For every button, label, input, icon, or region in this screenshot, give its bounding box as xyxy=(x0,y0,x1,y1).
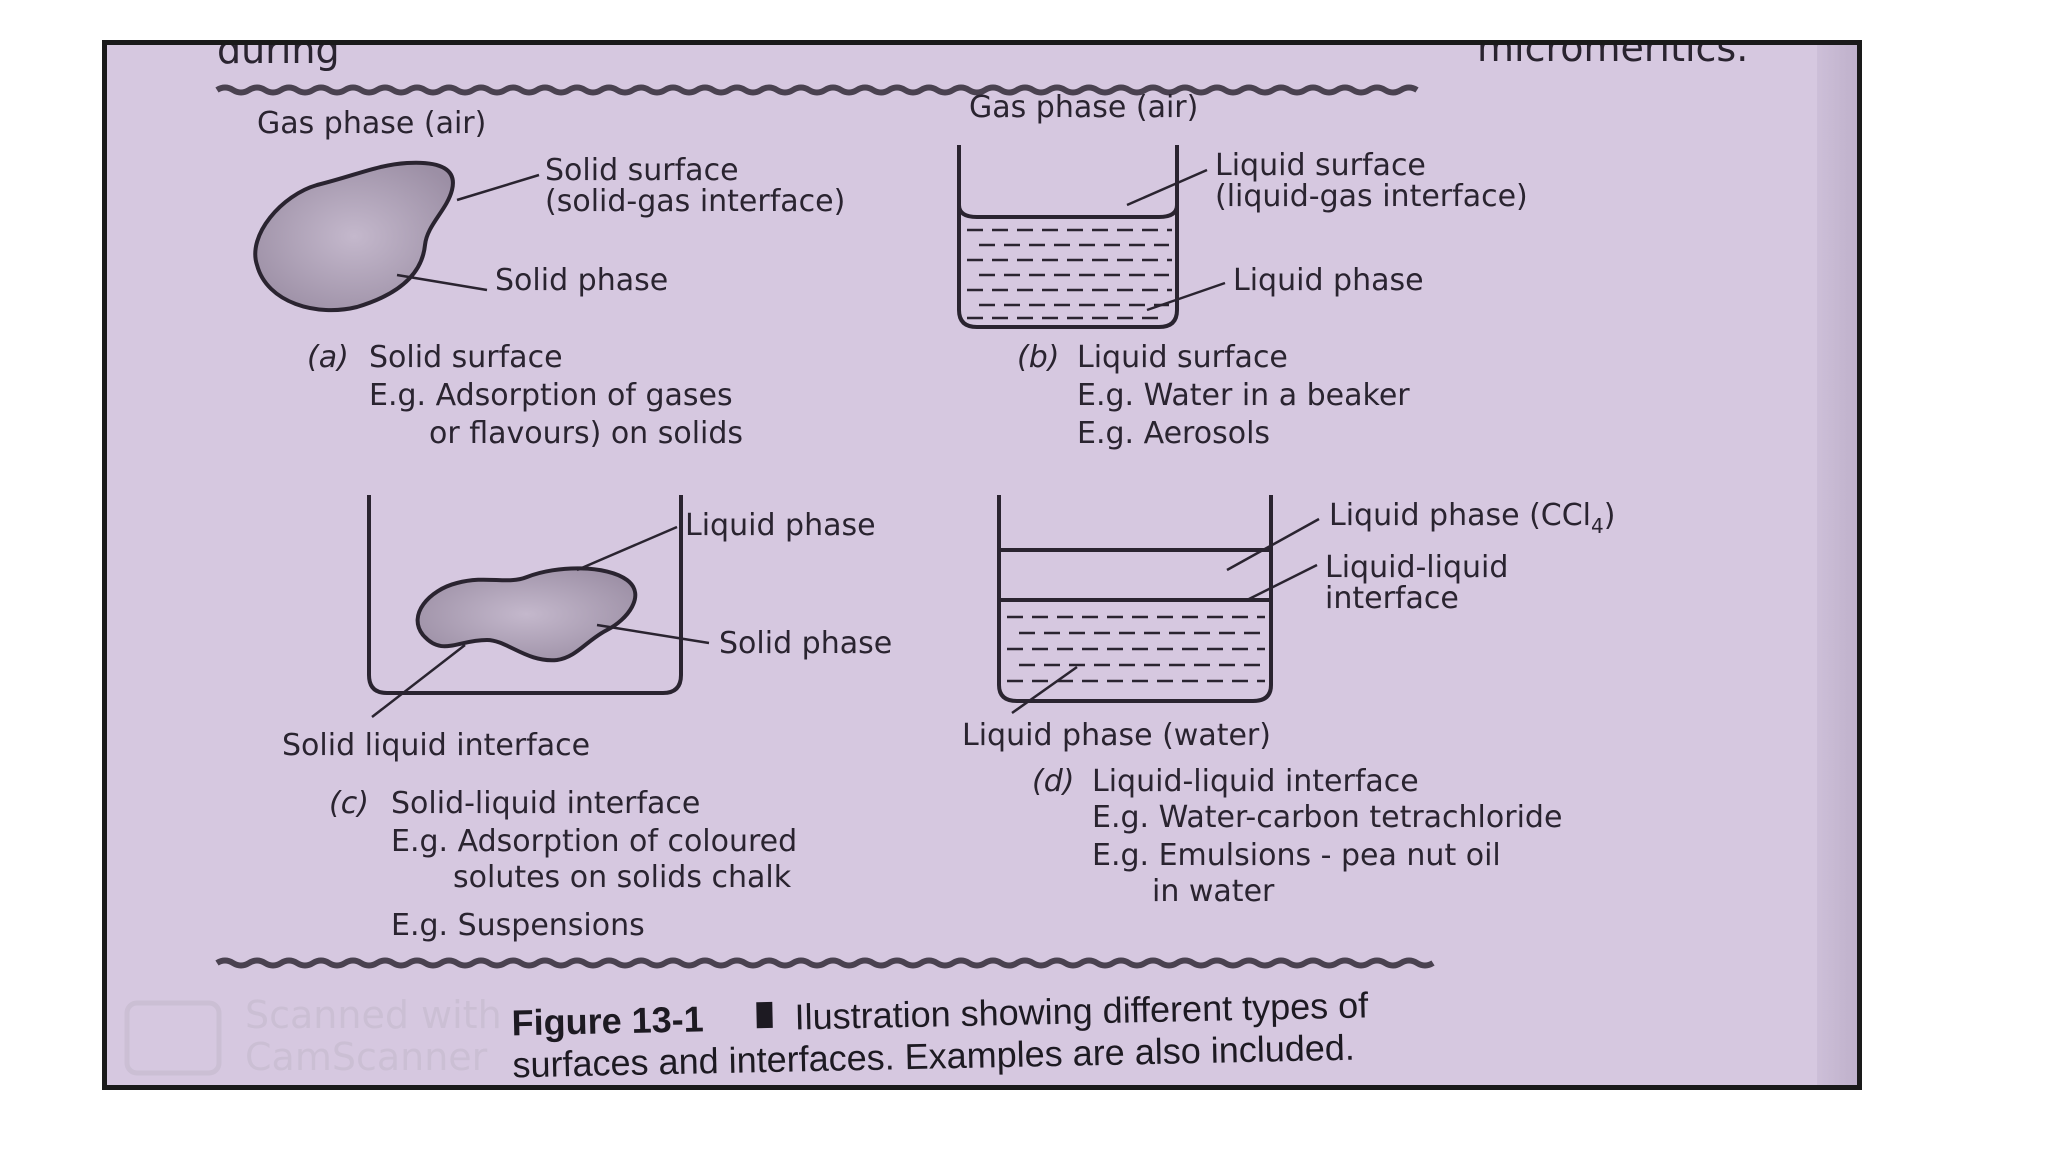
panel-d-caption-letter: (d) xyxy=(1032,764,1074,799)
panel-d-example-2: E.g. Emulsions - pea nut oil xyxy=(1092,838,1501,873)
panel-d-top-leader xyxy=(1226,517,1320,572)
panel-a-caption-letter: (a) xyxy=(307,340,349,375)
panel-a-example-2: or flavours) on solids xyxy=(429,416,743,451)
figure-caption: Figure 13-1 Ilustration showing differen… xyxy=(511,984,1369,1085)
panel-c-caption-letter: (c) xyxy=(329,786,369,821)
watermark-line-2: CamScanner xyxy=(245,1035,488,1079)
panel-b-example-1: E.g. Water in a beaker xyxy=(1077,378,1410,413)
panel-c-solid-blob xyxy=(415,566,638,663)
panel-b-surface-leader xyxy=(1126,168,1208,207)
panel-b-liquid-surface xyxy=(957,204,1179,219)
panel-d-example-3: in water xyxy=(1152,874,1275,909)
panel-d-interface-label-2: interface xyxy=(1325,581,1459,616)
panel-a-phase-leader xyxy=(396,273,488,292)
panel-a-surface-leader xyxy=(456,173,540,202)
panel-c-interface-leader xyxy=(371,644,466,718)
bottom-wavy-rule xyxy=(215,957,1435,969)
scanned-page-photo: during micromeritics. Gas phase (air) So… xyxy=(102,40,1862,1090)
panel-b-beaker xyxy=(957,145,1179,329)
panel-c-caption-title: Solid-liquid interface xyxy=(391,786,700,821)
panel-a-surface-label-1: Solid surface xyxy=(545,153,739,188)
panel-d-top-label: Liquid phase (CCl4) xyxy=(1329,498,1615,538)
panel-a-phase-label: Solid phase xyxy=(495,263,668,298)
panel-c-solid-label: Solid phase xyxy=(719,626,892,661)
panel-a-gas-label: Gas phase (air) xyxy=(257,106,486,141)
top-wavy-rule xyxy=(215,84,1419,96)
panel-d-example-1: E.g. Water-carbon tetrachloride xyxy=(1092,800,1562,835)
watermark-line-1: Scanned with xyxy=(245,993,502,1037)
panel-c-example-1: E.g. Adsorption of coloured xyxy=(391,824,797,859)
panel-b-surface-label-2: (liquid-gas interface) xyxy=(1215,179,1528,214)
panel-d-water-hatching xyxy=(1007,615,1265,683)
panel-d-beaker xyxy=(997,495,1273,703)
panel-b-example-2: E.g. Aerosols xyxy=(1077,416,1270,451)
header-fragment-right: micromeritics. xyxy=(1477,45,1748,70)
panel-d-interface-label-1: Liquid-liquid xyxy=(1325,550,1508,585)
panel-c-example-2: solutes on solids chalk xyxy=(453,860,792,895)
header-fragment-left: during xyxy=(217,45,340,72)
panel-b-surface-label-1: Liquid surface xyxy=(1215,148,1426,183)
interfaces-diagram: during micromeritics. Gas phase (air) So… xyxy=(124,45,1748,1085)
panel-b-gas-label: Gas phase (air) xyxy=(969,90,1198,125)
panel-b-caption-letter: (b) xyxy=(1017,340,1059,375)
camscanner-logo-icon xyxy=(124,1000,222,1076)
panel-c-solid-leader xyxy=(596,623,710,645)
panel-c-example-3: E.g. Suspensions xyxy=(391,908,645,943)
panel-a-solid-blob xyxy=(253,160,455,313)
panel-a-caption-title: Solid surface xyxy=(369,340,563,375)
panel-b-phase-label: Liquid phase xyxy=(1233,263,1424,298)
panel-c-beaker xyxy=(367,495,683,695)
figure-marker-icon xyxy=(756,1001,773,1029)
figure-number: Figure 13-1 xyxy=(511,998,704,1043)
camscanner-watermark: Scanned with CamScanner xyxy=(124,993,502,1079)
panel-d-water-leader xyxy=(1011,665,1078,715)
panel-b-phase-leader xyxy=(1146,281,1226,312)
panel-d-interface-leader xyxy=(1246,563,1318,602)
panel-b-liquid-hatching xyxy=(967,228,1172,320)
panel-a-surface-label-2: (solid-gas interface) xyxy=(545,184,845,219)
panel-d-bottom-label: Liquid phase (water) xyxy=(962,718,1271,753)
panel-c-interface-label: Solid liquid interface xyxy=(282,728,590,763)
panel-b-caption-title: Liquid surface xyxy=(1077,340,1288,375)
panel-c-liquid-leader xyxy=(576,525,678,572)
page-edge-strip xyxy=(1817,45,1857,1085)
panel-d-caption-title: Liquid-liquid interface xyxy=(1092,764,1419,799)
panel-a-example-1: E.g. Adsorption of gases xyxy=(369,378,733,413)
panel-c-liquid-label: Liquid phase xyxy=(685,508,876,543)
